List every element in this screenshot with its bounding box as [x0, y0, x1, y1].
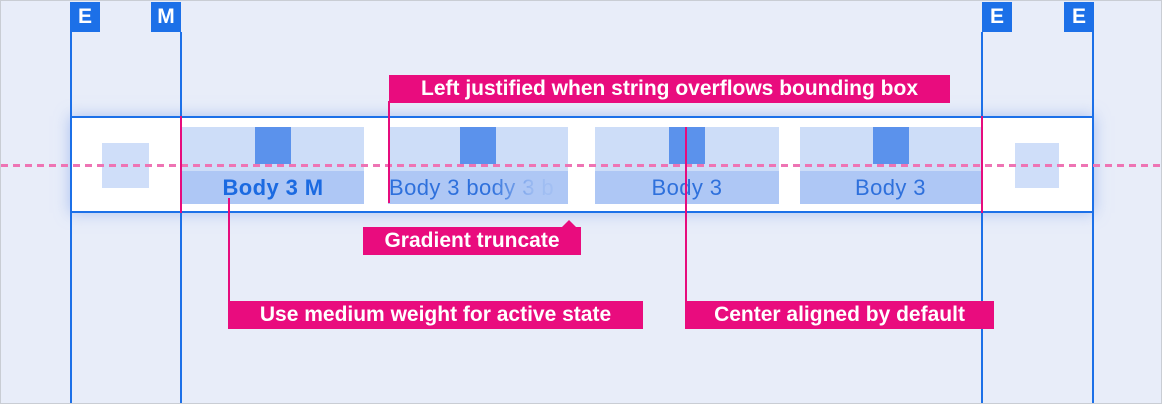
tab-hit-area [182, 127, 364, 171]
guide-line-left-inner [180, 32, 182, 403]
tab-icon-placeholder [255, 127, 291, 164]
margin-marker-e-left: E [70, 2, 100, 32]
guide-line-left-outer [70, 32, 72, 403]
tab-hit-area [388, 127, 568, 171]
tab-icon-placeholder [872, 127, 909, 164]
leader-line-medium-weight [228, 198, 230, 301]
tab-hit-area [595, 127, 779, 171]
tab-icon-placeholder [669, 127, 705, 164]
annotation-pointer-triangle [562, 220, 576, 227]
annotation-medium-weight: Use medium weight for active state [228, 301, 643, 329]
tab-icon-placeholder [460, 127, 496, 164]
tab-item-active[interactable]: Body 3 M [182, 127, 364, 204]
tab-hit-area [800, 127, 981, 171]
tab-item-default[interactable]: Body 3 [800, 127, 981, 204]
margin-marker-e-right-outer: E [1064, 2, 1094, 32]
leader-line-center-aligned [685, 127, 687, 301]
center-baseline-dashed-line [1, 164, 1162, 167]
tab-label: Body 3 M [182, 171, 364, 204]
leader-line-left-justified [388, 101, 390, 203]
tab-item-overflow[interactable]: Body 3 body 3 b [388, 127, 568, 204]
guide-line-right-inner [981, 32, 983, 403]
tab-item-default[interactable]: Body 3 [595, 127, 779, 204]
margin-highlight-line-left [180, 116, 182, 213]
annotation-gradient-truncate: Gradient truncate [363, 227, 581, 255]
tab-label: Body 3 [595, 171, 779, 204]
margin-marker-m: M [151, 2, 181, 32]
annotation-center-aligned: Center aligned by default [685, 301, 994, 329]
gradient-truncate-overlay [490, 171, 568, 204]
margin-highlight-line-right [981, 116, 983, 213]
annotation-left-justified: Left justified when string overflows bou… [389, 75, 950, 103]
margin-marker-e-right-inner: E [982, 2, 1012, 32]
tab-label: Body 3 [800, 171, 981, 204]
guide-line-right-outer [1092, 32, 1094, 403]
